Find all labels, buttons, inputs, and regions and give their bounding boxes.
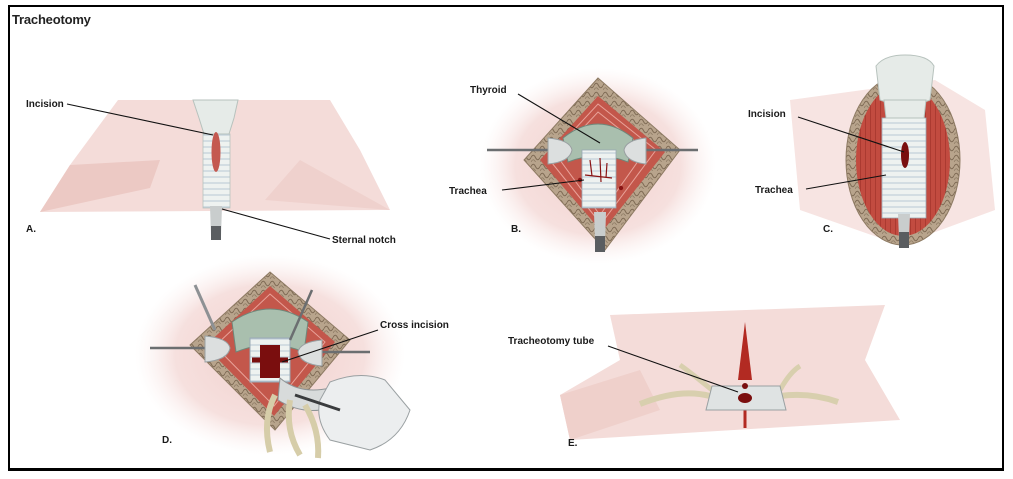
panel-letter-b: B. bbox=[511, 224, 521, 235]
label-sternal-notch: Sternal notch bbox=[332, 235, 396, 246]
label-incision-a: Incision bbox=[26, 99, 64, 110]
label-thyroid: Thyroid bbox=[470, 85, 507, 96]
panel-letter-d: D. bbox=[162, 435, 172, 446]
label-incision-c: Incision bbox=[748, 109, 786, 120]
panel-letter-c: C. bbox=[823, 224, 833, 235]
retractor-a-handle bbox=[211, 226, 221, 240]
label-trachea-b: Trachea bbox=[449, 186, 487, 197]
sternal-notch-leader bbox=[222, 209, 330, 239]
trachea-c bbox=[882, 118, 926, 218]
panel-a-illustration bbox=[40, 100, 390, 240]
panel-d-illustration bbox=[135, 255, 410, 458]
panel-e-illustration bbox=[560, 305, 900, 440]
panel-letter-a: A. bbox=[26, 224, 36, 235]
trachea-b bbox=[582, 150, 616, 208]
tube-opening bbox=[738, 393, 752, 403]
panel-c-illustration bbox=[790, 55, 995, 248]
panel-letter-e: E. bbox=[568, 438, 578, 449]
incision-mark bbox=[212, 132, 221, 172]
incision-c bbox=[901, 142, 909, 168]
label-trachea-c: Trachea bbox=[755, 185, 793, 196]
label-tracheotomy-tube: Tracheotomy tube bbox=[508, 336, 595, 347]
label-cross-incision: Cross incision bbox=[380, 320, 449, 331]
larynx-c bbox=[876, 55, 934, 105]
